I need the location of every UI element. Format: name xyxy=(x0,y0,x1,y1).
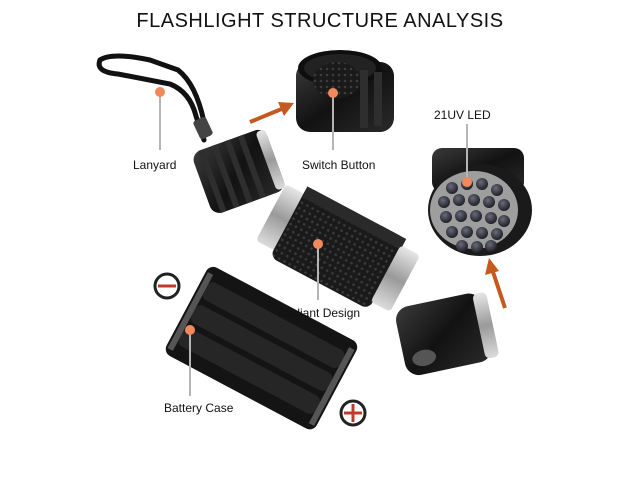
label-uv-led: 21UV LED xyxy=(434,108,491,122)
uv-led-head xyxy=(428,148,532,256)
plus-circle-icon xyxy=(339,399,367,427)
led-array xyxy=(438,178,510,253)
body-tube xyxy=(257,185,419,311)
leader-switch-button xyxy=(328,88,338,150)
tail-cap xyxy=(193,129,285,214)
leader-radiant-design xyxy=(313,239,323,300)
leader-battery-case xyxy=(185,325,195,396)
arrow-to-switch xyxy=(249,102,294,124)
label-battery-case: Battery Case xyxy=(164,401,234,415)
head-cap xyxy=(396,292,499,376)
label-switch-button: Switch Button xyxy=(302,158,376,172)
label-lanyard: Lanyard xyxy=(133,158,177,172)
lanyard xyxy=(96,53,213,143)
leader-lanyard xyxy=(155,87,165,150)
battery-case xyxy=(165,266,358,430)
minus-circle-icon xyxy=(153,272,181,300)
label-radiant-design: Radiant Design xyxy=(278,306,361,320)
leader-uv-led xyxy=(462,124,472,187)
arrow-to-led-head xyxy=(485,258,507,309)
switch-cap xyxy=(296,50,394,132)
diagram-title: FLASHLIGHT STRUCTURE ANALYSIS xyxy=(136,10,504,32)
